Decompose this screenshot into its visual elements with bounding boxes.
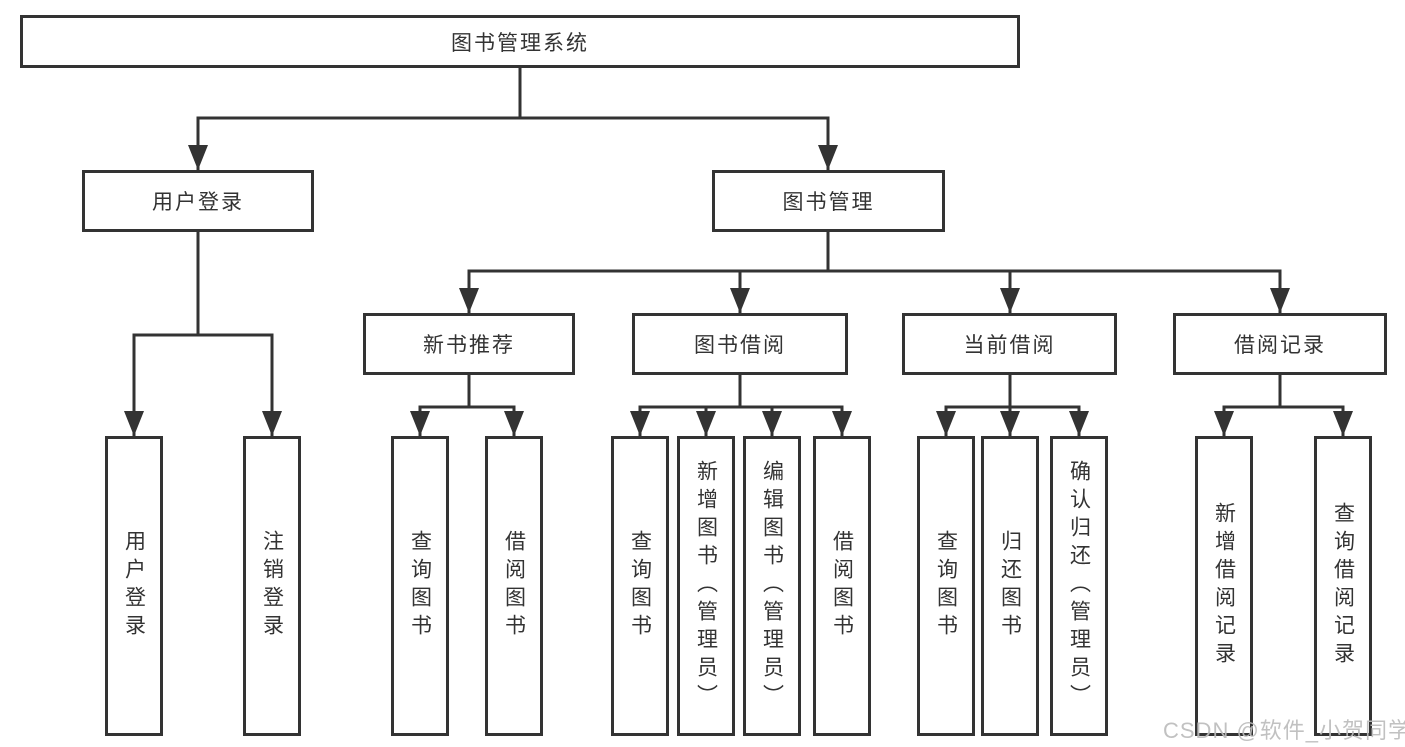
leaf-edit-books-admin-label: 编辑图书（管理员） (760, 460, 784, 712)
leaf-borrow-books-recommend: 借阅图书 (485, 436, 543, 736)
node-current-borrowing-label: 当前借阅 (963, 334, 1056, 357)
leaf-confirm-return-admin-label: 确认归还（管理员） (1067, 460, 1091, 712)
node-book-management: 图书管理 (712, 170, 945, 232)
leaf-logout-label: 注销登录 (260, 530, 284, 642)
leaf-query-books-current: 查询图书 (917, 436, 975, 736)
leaf-query-borrow-record: 查询借阅记录 (1314, 436, 1372, 736)
node-book-borrowing-label: 图书借阅 (694, 334, 786, 357)
leaf-return-books: 归还图书 (981, 436, 1039, 736)
leaf-query-books-recommend-label: 查询图书 (408, 530, 432, 642)
watermark: CSDN @软件_小贺同学 (1163, 718, 1405, 743)
node-borrowing-records: 借阅记录 (1173, 313, 1387, 375)
node-book-borrowing: 图书借阅 (632, 313, 848, 375)
leaf-add-books-admin: 新增图书（管理员） (677, 436, 735, 736)
leaf-query-books-borrowing: 查询图书 (611, 436, 669, 736)
leaf-logout: 注销登录 (243, 436, 301, 736)
arrowheads (124, 145, 1353, 436)
leaf-confirm-return-admin: 确认归还（管理员） (1050, 436, 1108, 736)
leaf-add-borrow-record-label: 新增借阅记录 (1212, 502, 1236, 670)
leaf-query-books-current-label: 查询图书 (934, 530, 958, 642)
leaf-borrow-books-borrowing: 借阅图书 (813, 436, 871, 736)
leaf-add-borrow-record: 新增借阅记录 (1195, 436, 1253, 736)
leaf-edit-books-admin: 编辑图书（管理员） (743, 436, 801, 736)
node-root: 图书管理系统 (20, 15, 1020, 68)
leaf-user-login-label: 用户登录 (122, 530, 146, 642)
node-root-label: 图书管理系统 (451, 31, 589, 55)
leaf-query-books-recommend: 查询图书 (391, 436, 449, 736)
leaf-borrow-books-recommend-label: 借阅图书 (502, 530, 526, 642)
node-book-management-label: 图书管理 (782, 191, 875, 214)
leaf-query-books-borrowing-label: 查询图书 (628, 530, 652, 642)
node-user-login: 用户登录 (82, 170, 314, 232)
leaf-add-books-admin-label: 新增图书（管理员） (694, 460, 718, 712)
node-new-book-recommendation: 新书推荐 (363, 313, 575, 375)
node-user-login-label: 用户登录 (152, 191, 244, 214)
leaf-return-books-label: 归还图书 (998, 530, 1022, 642)
leaf-borrow-books-borrowing-label: 借阅图书 (830, 530, 854, 642)
leaf-query-borrow-record-label: 查询借阅记录 (1331, 502, 1355, 670)
node-current-borrowing: 当前借阅 (902, 313, 1117, 375)
node-new-book-recommendation-label: 新书推荐 (423, 334, 515, 357)
leaf-user-login: 用户登录 (105, 436, 163, 736)
node-borrowing-records-label: 借阅记录 (1234, 334, 1326, 357)
